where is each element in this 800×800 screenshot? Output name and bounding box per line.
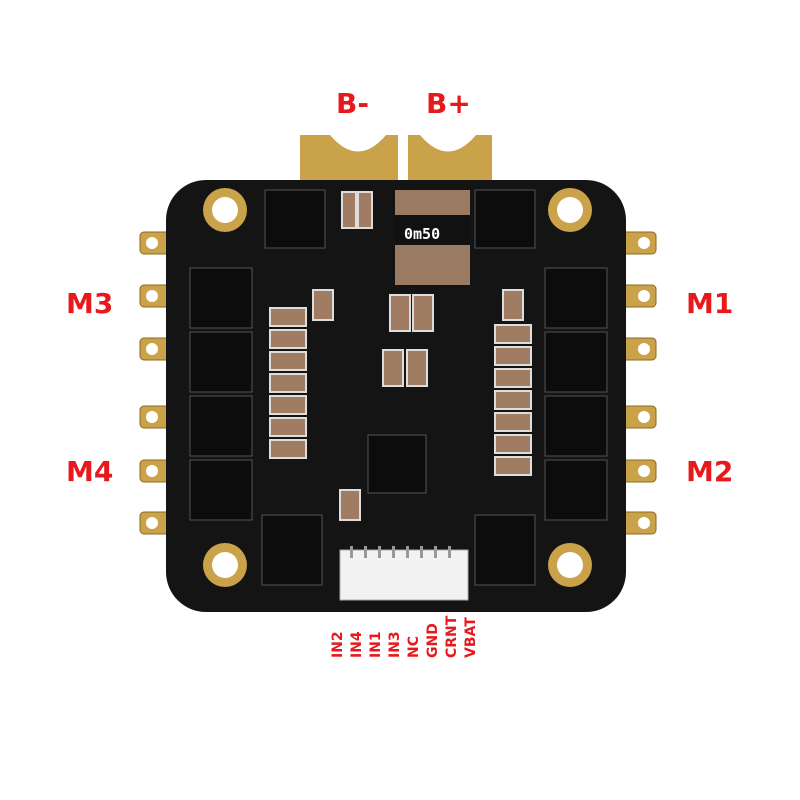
shunt-marking: 0m50: [404, 225, 441, 243]
pin-label: IN3: [387, 631, 403, 658]
pin-label: IN1: [368, 631, 384, 658]
pin-label: CRNT: [444, 615, 460, 658]
pin-label: IN4: [349, 631, 365, 658]
label-m2: M2: [686, 455, 734, 488]
capacitors: [269, 191, 532, 521]
pin-label: IN2: [330, 631, 346, 658]
pin-label: GND: [425, 623, 441, 658]
battery-tabs: [300, 135, 492, 190]
signal-connector: [339, 549, 469, 601]
label-m3: M3: [66, 287, 114, 320]
label-m4: M4: [66, 455, 114, 488]
label-b-plus: B+: [426, 87, 471, 120]
label-b-minus: B-: [336, 87, 369, 120]
pin-label: NC: [406, 636, 422, 658]
pin-label: VBAT: [463, 617, 479, 658]
label-m1: M1: [686, 287, 734, 320]
mosfets: [189, 189, 608, 586]
pcb: [166, 180, 626, 612]
mounting-holes: [203, 188, 592, 587]
